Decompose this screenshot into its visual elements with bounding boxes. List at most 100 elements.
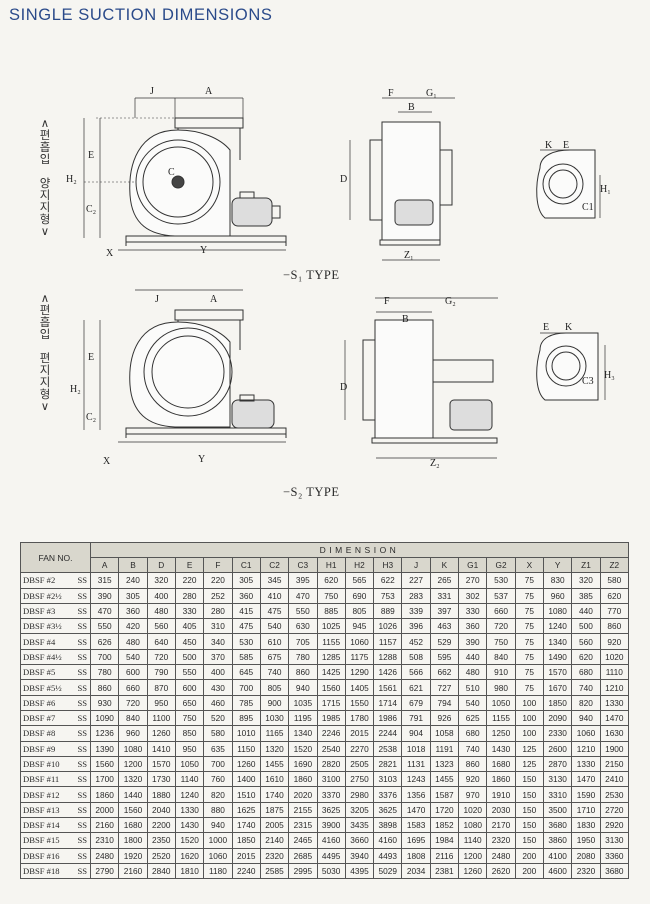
dimension-cell: 885 xyxy=(316,602,346,620)
dim-b-s1: B xyxy=(408,102,415,113)
dimension-cell: 360 xyxy=(231,587,261,604)
dimension-cell: 2000 xyxy=(89,801,120,819)
dimension-cell: 1236 xyxy=(89,725,120,742)
column-header: B xyxy=(118,556,148,574)
dimension-cell: 1020 xyxy=(458,801,488,819)
dimension-cell: 2040 xyxy=(146,801,176,819)
fan-model: DBSF #15 xyxy=(23,835,60,846)
dim-a-s1: A xyxy=(205,86,213,97)
column-header: X xyxy=(514,556,545,574)
dimension-cell: 2995 xyxy=(288,862,318,880)
fan-suffix: SS xyxy=(77,774,87,785)
fan-suffix: SS xyxy=(77,835,87,846)
dimension-cell: 540 xyxy=(118,648,148,666)
dimension-cell: 370 xyxy=(203,648,233,666)
dimension-cell: 1200 xyxy=(118,755,148,773)
dimension-cell: 1560 xyxy=(118,801,148,819)
dim-x-s2: X xyxy=(103,456,111,467)
side-label-char: ∨ xyxy=(40,224,50,238)
s1-fan-front-view xyxy=(349,97,455,261)
dimension-cell: 150 xyxy=(514,817,545,834)
dimension-cell: 820 xyxy=(203,786,233,803)
dimension-cell: 2320 xyxy=(571,862,601,880)
dimension-cell: 265 xyxy=(429,572,460,589)
dimension-cell: 2240 xyxy=(231,862,261,880)
column-header: H1 xyxy=(316,556,346,574)
dim-d-s2: D xyxy=(340,382,347,393)
column-header: Z1 xyxy=(571,556,601,574)
dimension-cell: 1320 xyxy=(118,771,148,788)
dimension-cell: 625 xyxy=(458,709,488,727)
dim-e-s2: E xyxy=(88,352,94,363)
s1-fan-side-view xyxy=(83,97,287,251)
dimension-cell: 679 xyxy=(401,694,431,711)
dimension-cell: 1430 xyxy=(174,817,205,834)
side-label-char: 지 xyxy=(39,188,51,202)
dimension-cell: 2034 xyxy=(401,862,431,880)
dimension-cell: 1110 xyxy=(599,664,630,681)
dimension-cell: 791 xyxy=(401,709,431,727)
dimension-cell: 2585 xyxy=(259,862,290,880)
dimension-cell: 1210 xyxy=(599,679,630,696)
dimension-cell: 740 xyxy=(571,679,601,696)
column-header: C3 xyxy=(288,556,318,574)
dimension-cell: 1720 xyxy=(429,801,460,819)
fan-suffix: SS xyxy=(77,728,87,739)
dimension-cell: 360 xyxy=(118,602,148,620)
dimension-cell: 339 xyxy=(401,602,431,620)
dimension-cell: 3100 xyxy=(316,771,346,788)
dimension-cell: 840 xyxy=(118,709,148,727)
dimension-cell: 585 xyxy=(231,648,261,666)
fan-suffix: SS xyxy=(77,713,87,724)
dim-g2-s2: G₂ xyxy=(445,296,456,307)
dimension-cell: 1330 xyxy=(174,801,205,819)
dimension-cell: 1180 xyxy=(203,862,233,880)
dimension-cell: 310 xyxy=(203,618,233,635)
fan-suffix: SS xyxy=(77,850,87,861)
dimension-cell: 1165 xyxy=(259,725,290,742)
fan-suffix: SS xyxy=(77,789,87,800)
dimension-cell: 2160 xyxy=(118,862,148,880)
dimension-cell: 1090 xyxy=(89,709,120,727)
column-header: D xyxy=(146,556,176,574)
dimension-cell: 415 xyxy=(231,602,261,620)
dimension-cell: 1680 xyxy=(486,755,516,773)
dimension-cell: 1426 xyxy=(373,664,403,681)
dimension-cell: 475 xyxy=(259,602,290,620)
dimension-cell: 1050 xyxy=(486,694,516,711)
dimension-cell: 390 xyxy=(89,587,120,604)
dimension-cell: 1020 xyxy=(599,648,630,666)
dimension-cell: 385 xyxy=(571,587,601,604)
dimension-cell: 1243 xyxy=(401,771,431,788)
dimension-cell: 1240 xyxy=(174,786,205,803)
fan-model: DBSF #10 xyxy=(23,759,60,769)
dimension-cell: 1260 xyxy=(146,725,176,742)
dimension-cell: 3130 xyxy=(542,771,573,788)
dimension-cell: 980 xyxy=(486,679,516,696)
fan-suffix: SS xyxy=(77,636,87,647)
dimension-cell: 560 xyxy=(146,618,176,635)
dimension-cell: 794 xyxy=(429,694,460,711)
dimension-cell: 621 xyxy=(401,679,431,696)
dim-k-s1: K xyxy=(545,140,553,151)
dimension-cell: 690 xyxy=(344,587,375,604)
dimension-cell: 760 xyxy=(203,771,233,788)
fan-suffix: SS xyxy=(77,682,87,693)
dimension-cell: 1850 xyxy=(542,694,573,711)
dimension-cell: 1150 xyxy=(231,740,261,757)
dimension-cell: 395 xyxy=(288,572,318,589)
dimension-cell: 2090 xyxy=(542,709,573,727)
fan-model: DBSF #3 xyxy=(23,606,56,617)
dimension-cell: 100 xyxy=(514,709,545,727)
